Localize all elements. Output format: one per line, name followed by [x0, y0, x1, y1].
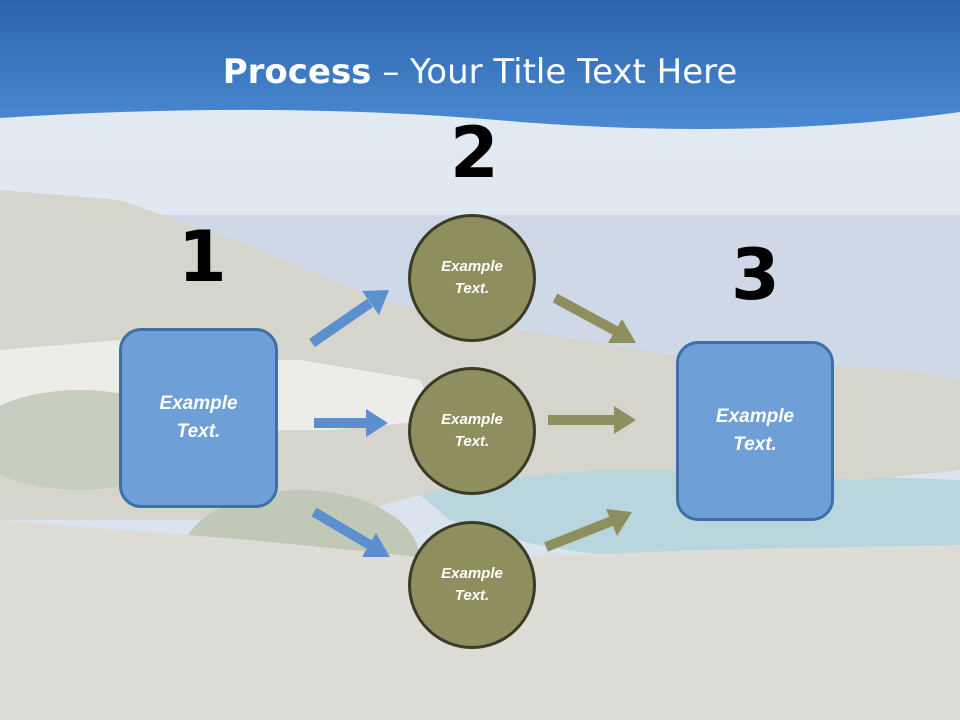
- arrow-bottom-to-right: [544, 509, 632, 552]
- slide-title: Process – Your Title Text Here: [0, 52, 960, 92]
- title-rest: – Your Title Text Here: [371, 52, 738, 92]
- arrow-top-to-right: [552, 293, 636, 343]
- arrow-middle-to-right: [548, 406, 636, 434]
- right-box-label: Example Text.: [715, 405, 795, 456]
- step-number-1: 1: [178, 216, 227, 298]
- arrow-left-to-middle: [314, 409, 388, 437]
- right-text-box: Example Text.: [676, 341, 834, 521]
- circle-top-label: Example Text.: [441, 257, 503, 298]
- circle-node-bottom: Example Text.: [408, 521, 536, 649]
- arrow-left-to-top: [309, 290, 389, 348]
- step-number-3: 3: [731, 234, 780, 316]
- step-number-2: 2: [450, 112, 499, 194]
- left-text-box: Example Text.: [119, 328, 278, 508]
- circle-node-top: Example Text.: [408, 214, 536, 342]
- left-box-label: Example Text.: [159, 392, 238, 443]
- circle-middle-label: Example Text.: [441, 410, 503, 451]
- title-bold: Process: [222, 52, 372, 92]
- circle-node-middle: Example Text.: [408, 367, 536, 495]
- circle-bottom-label: Example Text.: [441, 564, 503, 605]
- arrow-left-to-bottom: [311, 507, 390, 557]
